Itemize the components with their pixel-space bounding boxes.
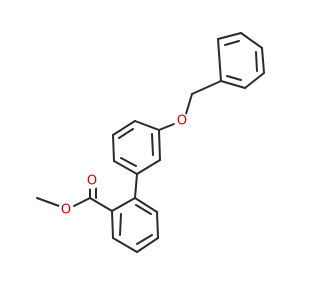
ester-single-bond	[73, 197, 91, 207]
ch2-oxygen-bond	[185, 93, 193, 115]
ester-oxygen-atom: O	[58, 202, 74, 218]
ester-oxygen-label: O	[61, 203, 71, 218]
ether-oxygen-atom: O	[174, 113, 190, 129]
benzoate-ring	[111, 197, 159, 253]
oxygen-aryl-bond	[158, 123, 175, 131]
ether-oxygen-label: O	[177, 114, 187, 129]
biaryl-bond	[134, 173, 138, 199]
benzyl-phenyl-ring	[217, 32, 265, 89]
benzylic-ch2-bond	[191, 80, 222, 95]
carbonyl-oxygen-atom: O	[84, 173, 100, 189]
methoxy-bond	[36, 197, 60, 207]
carbonyl-oxygen-label: O	[87, 174, 97, 189]
chemical-structure-diagram: O O O	[36, 32, 265, 253]
aryl-carbonyl-bond	[89, 197, 113, 212]
central-phenyl-ring	[112, 120, 161, 175]
